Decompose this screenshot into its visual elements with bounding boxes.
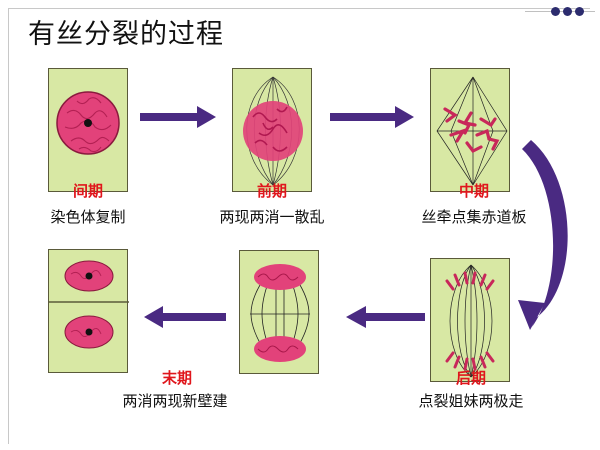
stage-desc-prophase: 两现两消一散乱 xyxy=(219,208,325,226)
stage-desc-anaphase: 点裂姐妹两极走 xyxy=(418,392,524,410)
stage-desc-interphase: 染色体复制 xyxy=(50,208,126,226)
phase-label-prophase: 前期 xyxy=(256,182,287,200)
prophase-illustration xyxy=(243,76,303,186)
interphase-illustration xyxy=(56,91,120,155)
arrow-left-icon xyxy=(346,306,425,328)
cell-prophase xyxy=(232,68,312,192)
cell-anaphase xyxy=(430,258,510,382)
slide-frame xyxy=(8,8,590,444)
curved-arrow-icon xyxy=(522,140,568,327)
telophase-division-illustration xyxy=(250,264,310,362)
cell-telophase-division xyxy=(239,250,319,374)
arrow-right-icon xyxy=(140,106,216,128)
phase-label-metaphase: 中期 xyxy=(458,182,489,200)
corner-dot xyxy=(563,7,572,16)
phase-label-interphase: 间期 xyxy=(72,182,103,200)
corner-line xyxy=(525,11,595,12)
anaphase-illustration xyxy=(445,264,495,378)
corner-dot xyxy=(575,7,584,16)
phase-label-telophase: 末期 xyxy=(161,369,192,387)
cell-interphase xyxy=(48,68,128,192)
arrow-right-icon xyxy=(330,106,414,128)
arrow-left-icon xyxy=(144,306,226,328)
corner-decoration xyxy=(525,6,595,18)
stage-desc-telophase: 两消两现新壁建 xyxy=(122,392,228,410)
corner-dot xyxy=(551,7,560,16)
page-title: 有丝分裂的过程 xyxy=(28,19,224,50)
telophase-illustration xyxy=(49,260,129,349)
stage-desc-metaphase: 丝牵点集赤道板 xyxy=(421,208,527,226)
cell-metaphase xyxy=(430,68,510,192)
cell-telophase xyxy=(48,249,129,373)
phase-label-anaphase: 后期 xyxy=(455,369,486,387)
curved-arrow-head-icon xyxy=(518,300,545,330)
metaphase-illustration xyxy=(436,76,508,186)
